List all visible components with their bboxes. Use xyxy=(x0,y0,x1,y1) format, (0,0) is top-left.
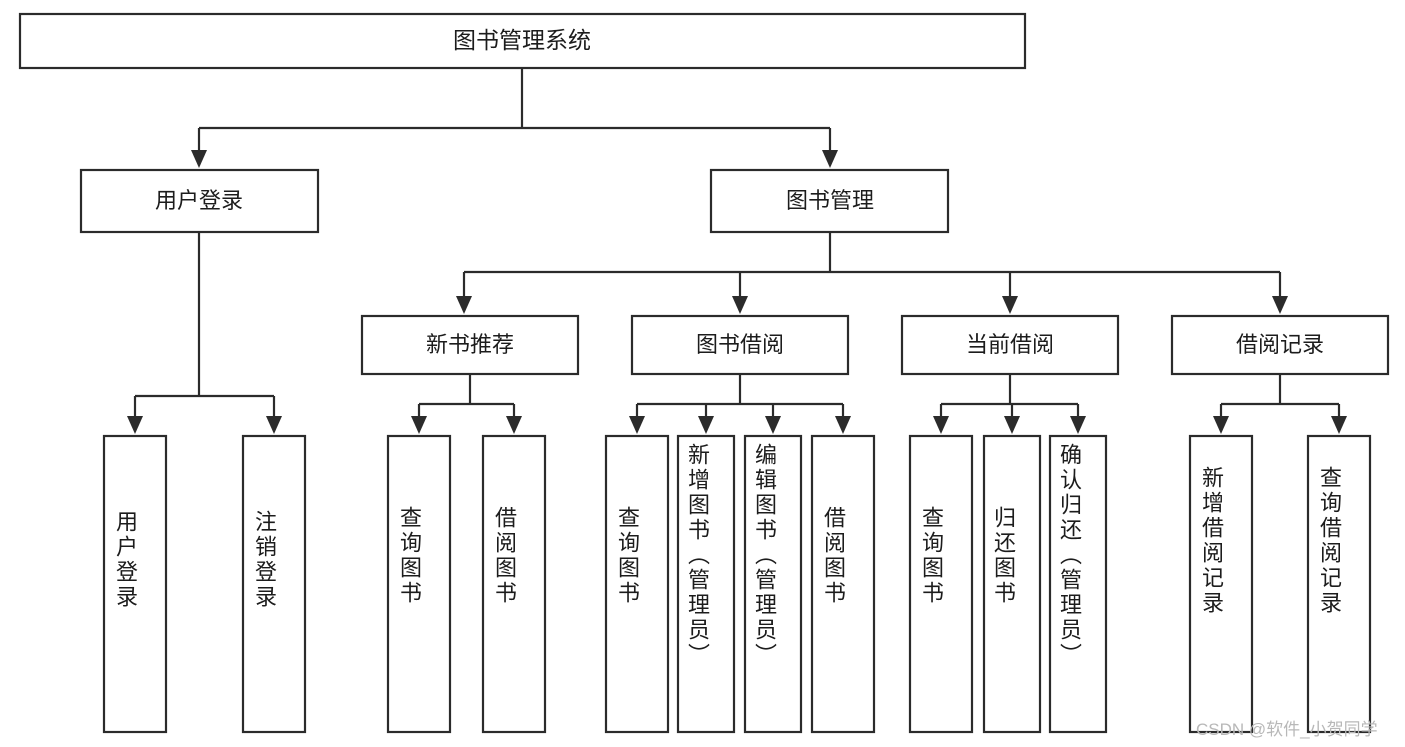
arrow-bookborrow-to-leaf4 xyxy=(835,416,851,434)
arrow-currentborrow-to-leaf2 xyxy=(1004,416,1020,434)
arrow-userlogin-to-leaf1 xyxy=(127,416,143,434)
node-book-manage[interactable]: 图书管理 xyxy=(709,168,950,234)
arrow-borrowrecord-to-leaf1 xyxy=(1213,416,1229,434)
arrow-root-to-user-login xyxy=(191,150,207,168)
connectors-group xyxy=(127,68,1347,434)
node-user-login-box[interactable] xyxy=(79,168,320,234)
csdn-watermark: CSDN @软件_小贺同学 xyxy=(1196,720,1378,739)
leaf-box-return-book[interactable] xyxy=(982,434,1042,734)
arrow-borrowrecord-to-leaf2 xyxy=(1331,416,1347,434)
leaf-box-add-book[interactable] xyxy=(676,434,736,734)
node-current-borrow[interactable]: 当前借阅 xyxy=(900,314,1120,376)
leaf-box-query-record[interactable] xyxy=(1306,434,1372,734)
node-book-borrow-box[interactable] xyxy=(630,314,850,376)
node-user-login[interactable]: 用户登录 xyxy=(79,168,320,234)
node-book-borrow-label: 图书借阅 xyxy=(696,332,784,357)
node-current-borrow-box[interactable] xyxy=(900,314,1120,376)
leaf-box-query-book-3[interactable] xyxy=(908,434,974,734)
leaf-box-query-book-2[interactable] xyxy=(604,434,670,734)
leaf-box-edit-book[interactable] xyxy=(743,434,803,734)
leaf-box-borrow-book-2[interactable] xyxy=(810,434,876,734)
node-borrow-record-box[interactable] xyxy=(1170,314,1390,376)
node-new-book-rec[interactable]: 新书推荐 xyxy=(360,314,580,376)
arrow-bookborrow-to-leaf2 xyxy=(698,416,714,434)
node-new-book-rec-label: 新书推荐 xyxy=(426,332,514,357)
leaf-box-query-book-1[interactable] xyxy=(386,434,452,734)
leaf-box-user-login[interactable] xyxy=(102,434,168,734)
leaf-boxes-group xyxy=(102,434,1372,734)
arrow-bookmanage-to-currentborrow xyxy=(1002,296,1018,314)
node-user-login-label: 用户登录 xyxy=(155,188,243,213)
node-borrow-record-label: 借阅记录 xyxy=(1236,332,1324,357)
arrow-newbook-to-leaf1 xyxy=(411,416,427,434)
leaf-box-confirm-return[interactable] xyxy=(1048,434,1108,734)
leaf-box-user-logout[interactable] xyxy=(241,434,307,734)
node-book-manage-box[interactable] xyxy=(709,168,950,234)
arrow-root-to-book-manage xyxy=(822,150,838,168)
node-root[interactable]: 图书管理系统 xyxy=(18,12,1027,70)
arrow-bookmanage-to-borrowrecord xyxy=(1272,296,1288,314)
arrow-newbook-to-leaf2 xyxy=(506,416,522,434)
arrow-bookmanage-to-newbook xyxy=(456,296,472,314)
arrow-bookborrow-to-leaf3 xyxy=(765,416,781,434)
leaf-box-add-record[interactable] xyxy=(1188,434,1254,734)
node-borrow-record[interactable]: 借阅记录 xyxy=(1170,314,1390,376)
node-book-borrow[interactable]: 图书借阅 xyxy=(630,314,850,376)
arrow-bookmanage-to-bookborrow xyxy=(732,296,748,314)
node-root-label: 图书管理系统 xyxy=(453,27,591,53)
node-root-box[interactable] xyxy=(18,12,1027,70)
arrow-userlogin-to-leaf2 xyxy=(266,416,282,434)
leaf-box-borrow-book-1[interactable] xyxy=(481,434,547,734)
arrow-currentborrow-to-leaf1 xyxy=(933,416,949,434)
node-book-manage-label: 图书管理 xyxy=(786,188,874,213)
arrow-currentborrow-to-leaf3 xyxy=(1070,416,1086,434)
arrow-bookborrow-to-leaf1 xyxy=(629,416,645,434)
node-current-borrow-label: 当前借阅 xyxy=(966,332,1054,357)
node-new-book-rec-box[interactable] xyxy=(360,314,580,376)
